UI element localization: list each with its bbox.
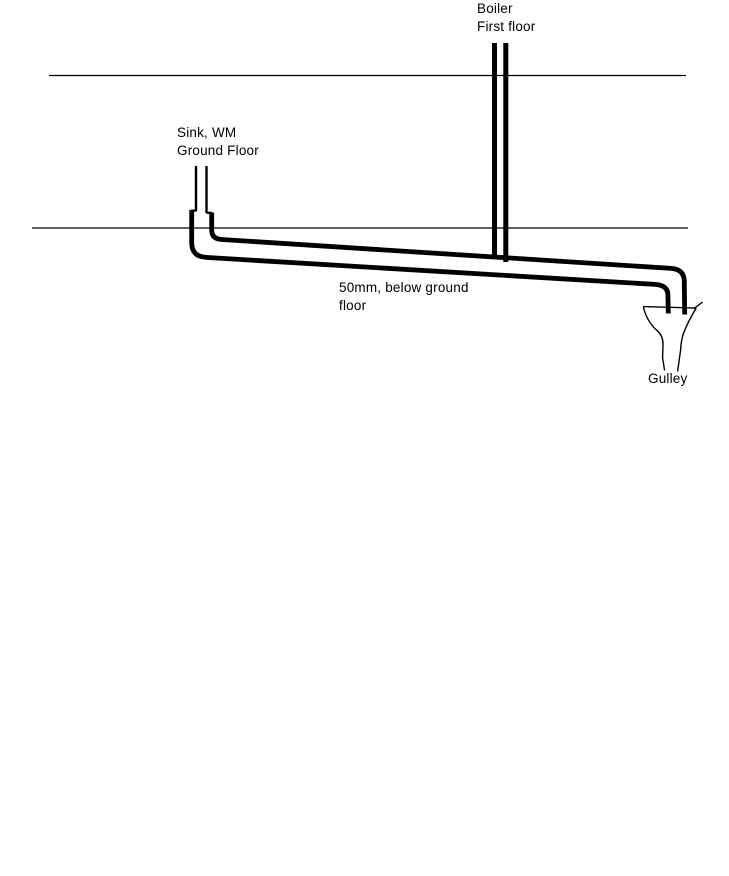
- gulley-funnel-left-side: [642, 306, 666, 371]
- gulley-funnel-right-side: [676, 307, 697, 372]
- drain-size-label-line2: floor: [339, 298, 367, 313]
- gulley-label: Gulley: [648, 370, 687, 388]
- drain-pipe-top-edge: [209, 212, 688, 315]
- boiler-label-line1: Boiler: [477, 1, 513, 16]
- gulley-funnel-rim-tick: [693, 301, 704, 310]
- sink-label-line1: Sink, WM: [177, 125, 237, 140]
- boiler-label-line2: First floor: [477, 19, 536, 34]
- drain-size-label: 50mm, below ground floor: [339, 279, 469, 315]
- sink-label: Sink, WM Ground Floor: [177, 124, 259, 160]
- sink-label-line2: Ground Floor: [177, 143, 259, 158]
- gulley-funnel-rim-line: [643, 305, 697, 309]
- gulley-label-line1: Gulley: [648, 371, 688, 386]
- drain-size-label-line1: 50mm, below ground: [339, 280, 469, 295]
- drain-pipe-bottom-edge: [189, 210, 671, 314]
- boiler-label: Boiler First floor: [477, 0, 535, 36]
